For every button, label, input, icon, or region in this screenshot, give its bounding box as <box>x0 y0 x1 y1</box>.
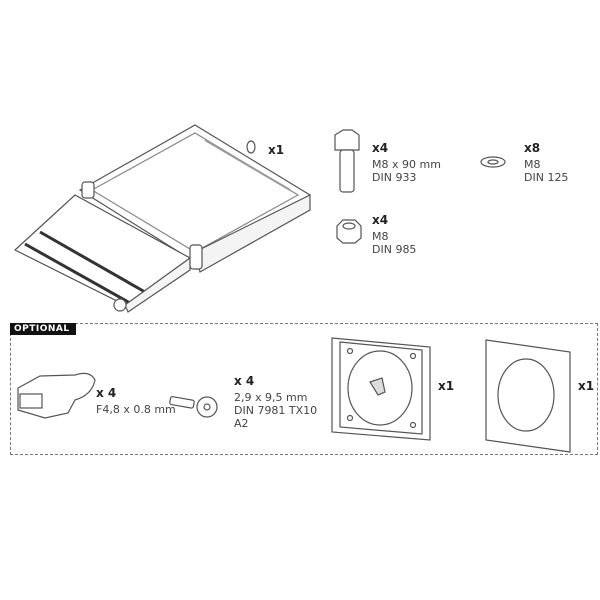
connector-spec: F4,8 x 0.8 mm <box>96 403 176 416</box>
nut-qty: x4 <box>372 213 389 227</box>
bolt-qty: x4 <box>372 141 389 155</box>
washer-qty: x8 <box>524 141 541 155</box>
optional-label: OPTIONAL <box>10 323 76 335</box>
cover-plate-qty: x1 <box>578 379 595 393</box>
step-qty: x1 <box>268 143 285 157</box>
connector-qty: x 4 <box>96 386 117 400</box>
washer-spec: M8 DIN 125 <box>524 158 569 184</box>
screw-qty: x 4 <box>234 374 255 388</box>
switch-plate-qty: x1 <box>438 379 455 393</box>
screw-spec: 2,9 x 9,5 mm DIN 7981 TX10 A2 <box>234 391 318 430</box>
optional-section <box>10 323 598 455</box>
nut-spec: M8 DIN 985 <box>372 230 417 256</box>
bolt-spec: M8 x 90 mm DIN 933 <box>372 158 441 184</box>
